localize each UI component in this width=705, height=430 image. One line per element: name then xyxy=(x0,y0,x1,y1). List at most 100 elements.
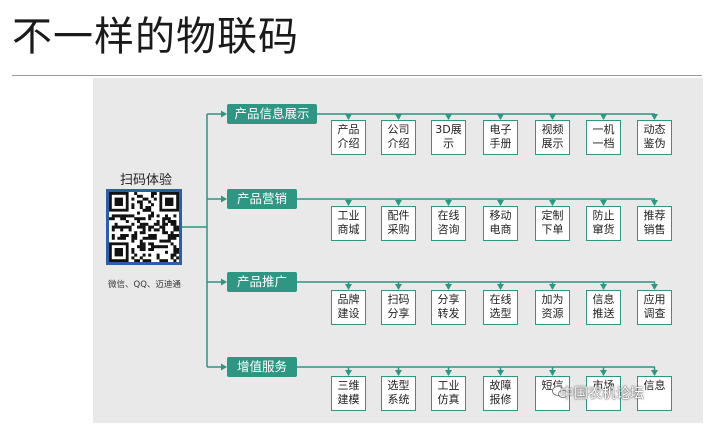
leaf-text: 资源 xyxy=(541,307,564,320)
leaf-box: 防止窜货 xyxy=(586,206,621,241)
leaf-box: 配件采购 xyxy=(381,206,416,241)
arrow-head xyxy=(651,200,658,206)
leaf-box: 市场 xyxy=(586,376,621,411)
arrow-head xyxy=(345,284,352,290)
category-box: 增值服务 xyxy=(227,357,297,377)
leaf-text: 推送 xyxy=(592,307,615,320)
arrow-head xyxy=(221,363,227,371)
qr-code-pattern xyxy=(109,192,180,263)
arrow-head xyxy=(497,200,504,206)
leaf-text: 信息 xyxy=(592,293,615,306)
leaf-text: 窜货 xyxy=(592,223,615,236)
leaf-text: 介绍 xyxy=(387,137,410,150)
leaf-text: 电商 xyxy=(489,223,512,236)
arrow-head xyxy=(600,114,607,120)
leaf-text: 工业 xyxy=(437,379,460,392)
leaf-box: 产品介绍 xyxy=(331,120,366,155)
leaf-text: 在线 xyxy=(489,293,512,306)
leaf-text: 介绍 xyxy=(337,137,360,150)
leaf-text: 选型 xyxy=(387,379,410,392)
arrow-head xyxy=(445,370,452,376)
arrow-head xyxy=(497,370,504,376)
leaf-text: 视频 xyxy=(541,123,564,136)
leaf-text: 品牌 xyxy=(337,293,360,306)
leaf-box: 移动电商 xyxy=(483,206,518,241)
arrow-head xyxy=(345,114,352,120)
leaf-text: 公司 xyxy=(387,123,410,136)
leaf-text: 三维 xyxy=(337,379,360,392)
leaf-box: 工业商城 xyxy=(331,206,366,241)
leaf-text: 示 xyxy=(443,137,454,150)
qr-label: 扫码体验 xyxy=(120,173,173,188)
leaf-text: 分享 xyxy=(437,293,460,306)
leaf-box: 信息 xyxy=(637,376,672,411)
arrow-head xyxy=(549,114,556,120)
leaf-text: 故障 xyxy=(489,379,512,392)
leaf-box: 推荐销售 xyxy=(637,206,672,241)
arrow-head xyxy=(497,114,504,120)
leaf-text: 调查 xyxy=(643,307,666,320)
leaf-text: 移动 xyxy=(489,209,512,222)
arrow-head xyxy=(549,370,556,376)
arrow-head xyxy=(445,200,452,206)
leaf-text: 扫码 xyxy=(387,293,410,306)
arrow-head xyxy=(600,200,607,206)
leaf-text: 商城 xyxy=(337,223,360,236)
leaf-box: 公司介绍 xyxy=(381,120,416,155)
arrow-head xyxy=(395,114,402,120)
arrow-head xyxy=(600,284,607,290)
leaf-text: 应用 xyxy=(643,293,666,306)
leaf-box: 加为资源 xyxy=(535,290,570,325)
leaf-box: 信息推送 xyxy=(586,290,621,325)
arrow-head xyxy=(445,114,452,120)
leaf-text: 3D展 xyxy=(435,123,462,136)
leaf-box: 在线咨询 xyxy=(431,206,466,241)
leaf-box: 3D展示 xyxy=(431,120,466,155)
leaf-box: 电子手册 xyxy=(483,120,518,155)
leaf-text: 报修 xyxy=(489,393,512,406)
qr-code[interactable] xyxy=(106,189,182,265)
leaf-text: 推荐 xyxy=(643,209,666,222)
leaf-text: 转发 xyxy=(437,307,460,320)
leaf-text: 销售 xyxy=(643,223,666,236)
wechat-icon xyxy=(552,386,568,398)
arrow-head xyxy=(345,370,352,376)
arrow-head xyxy=(445,284,452,290)
leaf-box: 三维建模 xyxy=(331,376,366,411)
leaf-text: 展示 xyxy=(541,137,564,150)
leaf-text: 市场 xyxy=(592,379,615,392)
arrow-head xyxy=(345,200,352,206)
leaf-text: 一机 xyxy=(592,123,615,136)
arrow-head xyxy=(549,284,556,290)
arrow-head xyxy=(497,284,504,290)
leaf-text: 手册 xyxy=(489,137,512,150)
arrow-head xyxy=(549,200,556,206)
leaf-text: 咨询 xyxy=(437,223,460,236)
leaf-box: 应用调查 xyxy=(637,290,672,325)
leaf-text: 建模 xyxy=(337,393,360,406)
arrow-head xyxy=(221,110,227,118)
arrow-head xyxy=(221,278,227,286)
watermark: 中国农机论坛 xyxy=(560,386,644,402)
leaf-text: 仿真 xyxy=(437,393,460,406)
leaf-box: 工业仿真 xyxy=(431,376,466,411)
leaf-box: 一机一档 xyxy=(586,120,621,155)
leaf-box: 选型系统 xyxy=(381,376,416,411)
leaf-text: 在线 xyxy=(437,209,460,222)
leaf-text: 选型 xyxy=(489,307,512,320)
leaf-box: 动态鉴伪 xyxy=(637,120,672,155)
leaf-text: 采购 xyxy=(387,223,410,236)
category-box: 产品推广 xyxy=(227,272,297,292)
leaf-text: 分享 xyxy=(387,307,410,320)
title-divider xyxy=(12,75,702,76)
category-box: 产品营销 xyxy=(227,189,297,209)
leaf-text: 配件 xyxy=(387,209,410,222)
leaf-text: 加为 xyxy=(541,293,564,306)
leaf-text: 防止 xyxy=(592,209,615,222)
leaf-box: 视频展示 xyxy=(535,120,570,155)
leaf-box: 扫码分享 xyxy=(381,290,416,325)
leaf-text: 电子 xyxy=(489,123,512,136)
leaf-box: 定制下单 xyxy=(535,206,570,241)
leaf-box: 分享转发 xyxy=(431,290,466,325)
